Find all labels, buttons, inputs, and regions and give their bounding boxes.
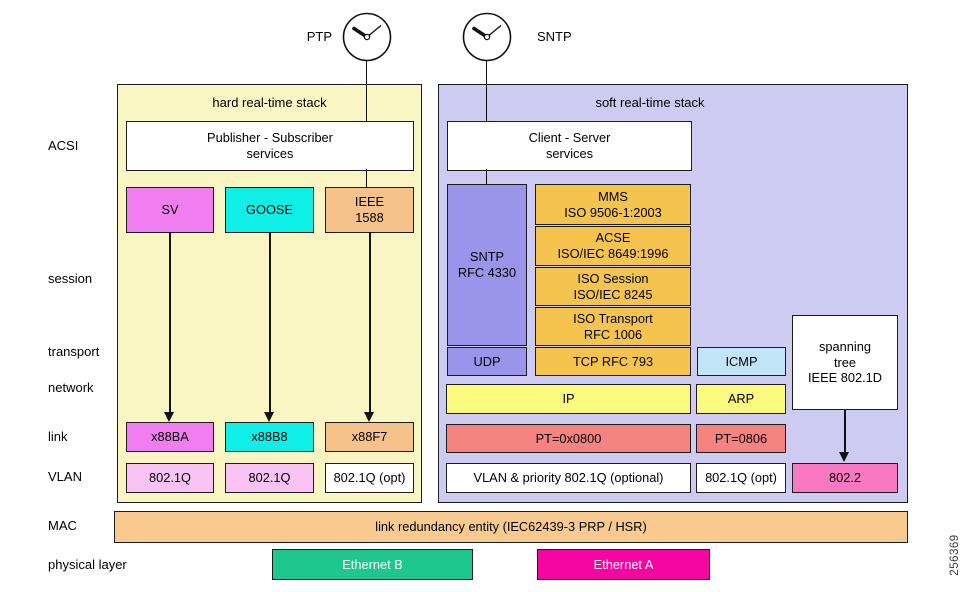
sntp-connector-line-upper: [485, 61, 487, 122]
iso-transport-box: ISO Transport RFC 1006: [535, 307, 691, 346]
ethernet-a-bar: Ethernet A: [537, 549, 710, 580]
layer-label-physical: physical layer: [48, 557, 127, 572]
ieee-1588-box: IEEE 1588: [325, 187, 414, 233]
spanning-tree-box: spanning tree IEEE 802.1D: [792, 315, 898, 410]
pt-0806-box: PT=0806: [696, 424, 786, 453]
ip-box: IP: [446, 384, 691, 414]
layer-label-acsi: ACSI: [48, 138, 79, 153]
vlan-priority-box: VLAN & priority 802.1Q (optional): [446, 463, 691, 493]
goose-connector-line: [269, 232, 271, 413]
vlan-ieee-box: 802.1Q (opt): [325, 463, 414, 493]
ptp-clock-icon: [342, 12, 392, 62]
layer-label-transport: transport: [48, 344, 100, 359]
ptp-connector-line-upper: [365, 61, 367, 122]
layer-label-link: link: [48, 429, 68, 444]
soft-stack-title: soft real-time stack: [595, 95, 705, 110]
client-server-box: Client - Server services: [447, 121, 692, 171]
tcp-box: TCP RFC 793: [535, 347, 691, 376]
spanning-tree-connector-line: [844, 410, 846, 453]
sntp-label: SNTP: [537, 29, 572, 44]
hard-stack-title: hard real-time stack: [212, 95, 327, 110]
sv-box: SV: [126, 187, 214, 233]
802-2-box: 802.2: [792, 463, 898, 493]
sntp-rfc4330-box: SNTP RFC 4330: [447, 184, 527, 346]
udp-box: UDP: [447, 347, 527, 376]
pt-0x0800-box: PT=0x0800: [446, 424, 691, 453]
sv-connector-line: [169, 232, 171, 413]
layer-label-session: session: [48, 271, 93, 286]
icmp-box: ICMP: [697, 347, 786, 376]
sntp-clock-icon: [462, 12, 512, 62]
spanning-tree-arrowhead-icon: [839, 452, 849, 462]
arp-box: ARP: [696, 384, 786, 414]
layer-label-vlan: VLAN: [48, 469, 82, 484]
ieee-1588-connector-line: [369, 232, 371, 413]
ethernet-b-bar: Ethernet B: [272, 549, 473, 580]
mms-box: MMS ISO 9506-1:2003: [535, 184, 691, 225]
ieee-1588-arrowhead-icon: [364, 412, 374, 422]
x88b8-box: x88B8: [225, 422, 314, 452]
vlan-goose-box: 802.1Q: [225, 463, 314, 493]
publisher-subscriber-box: Publisher - Subscriber services: [126, 121, 414, 171]
acse-box: ACSE ISO/IEC 8649:1996: [535, 226, 691, 266]
vlan-sv-box: 802.1Q: [126, 463, 214, 493]
ptp-connector-line-lower: [365, 169, 367, 188]
goose-box: GOOSE: [225, 187, 314, 233]
goose-arrowhead-icon: [264, 412, 274, 422]
ptp-label: PTP: [306, 29, 332, 44]
layer-label-mac: MAC: [48, 518, 77, 533]
link-redundancy-bar: link redundancy entity (IEC62439-3 PRP /…: [114, 511, 908, 543]
sntp-connector-line-lower: [485, 169, 487, 185]
layer-label-network: network: [48, 380, 94, 395]
sv-arrowhead-icon: [164, 412, 174, 422]
x88ba-box: x88BA: [126, 422, 214, 452]
x88f7-box: x88F7: [325, 422, 414, 452]
iso-session-box: ISO Session ISO/IEC 8245: [535, 267, 691, 306]
figure-number: 256369: [949, 534, 961, 576]
vlan-opt-box: 802.1Q (opt): [696, 463, 786, 493]
